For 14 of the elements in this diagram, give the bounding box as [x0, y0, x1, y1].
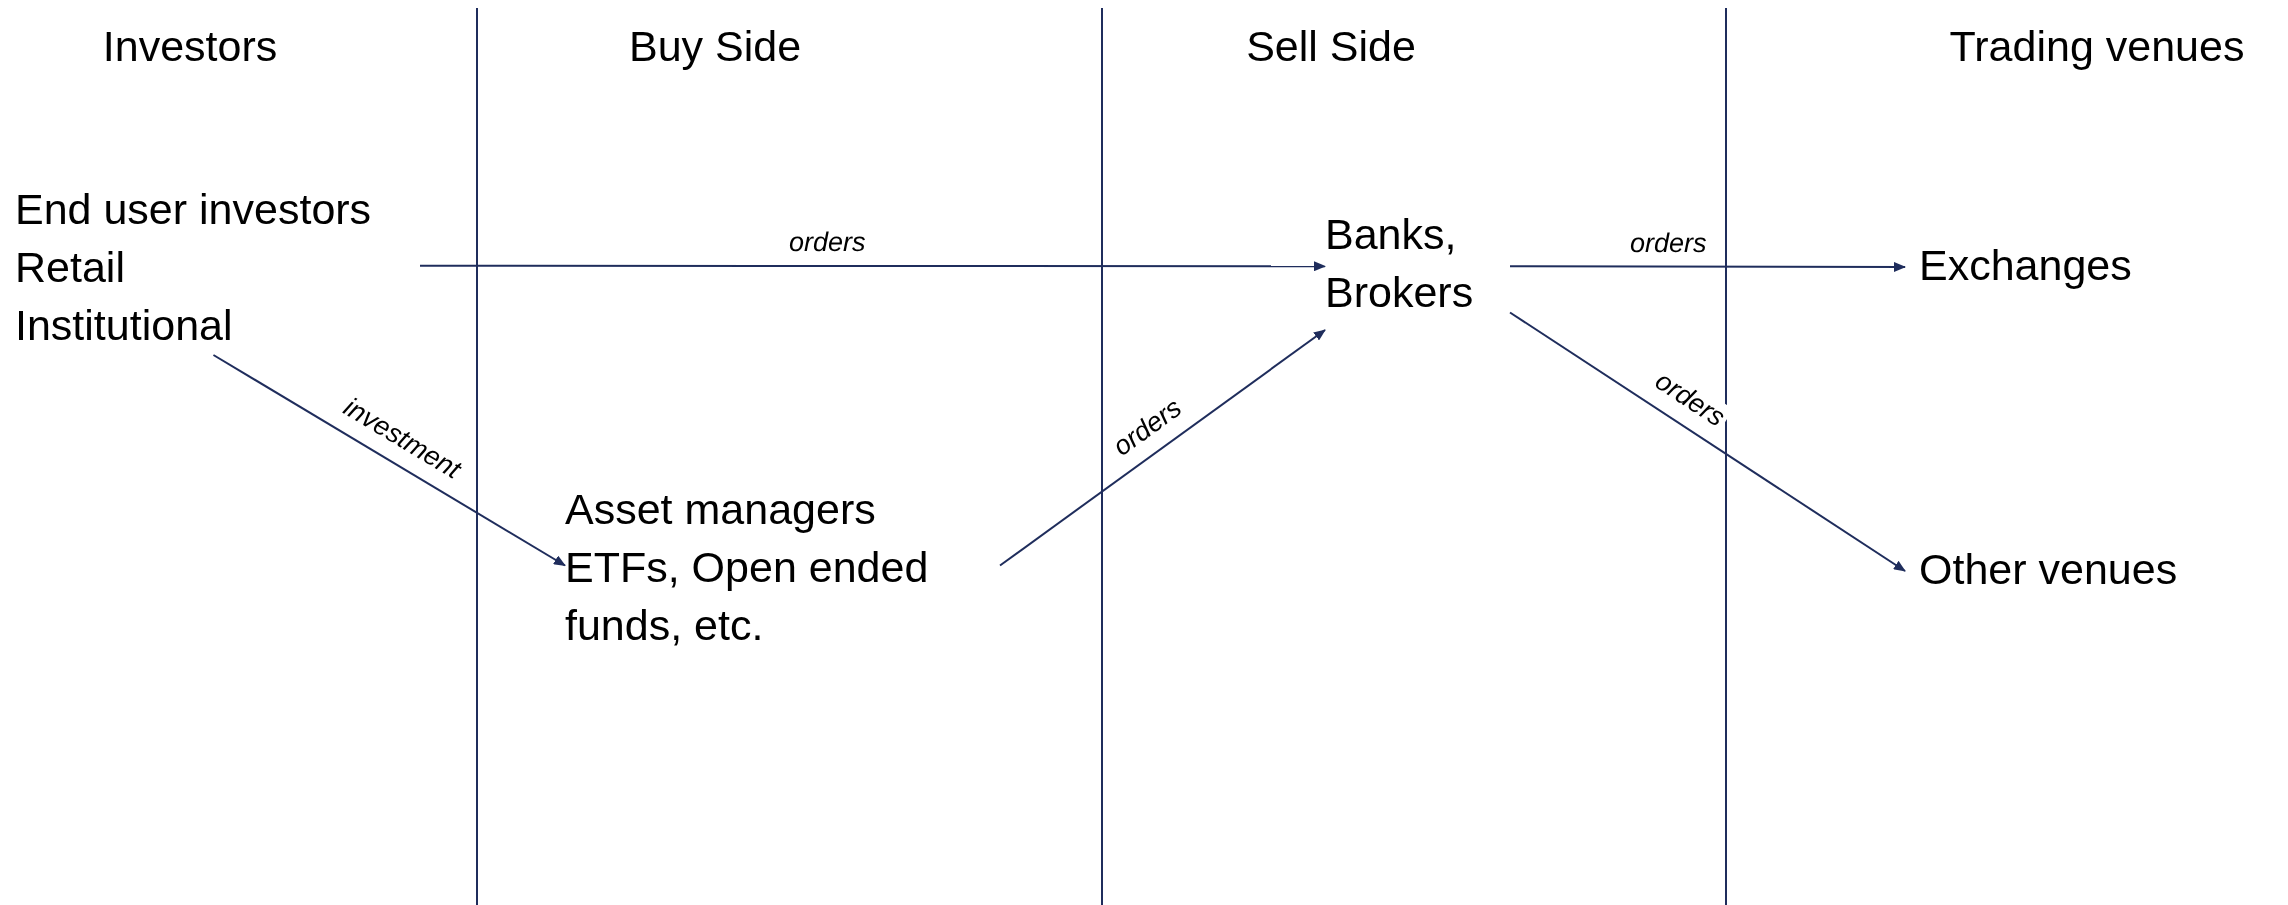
arrow: [999, 329, 1326, 567]
column-heading: Sell Side: [1246, 22, 1416, 71]
arrow: [212, 354, 566, 567]
node-text: Asset managers ETFs, Open ended funds, etc.: [565, 480, 1000, 670]
node-text: End user investors Retail Institutional: [15, 180, 420, 355]
arrow: [1509, 262, 1906, 272]
arrow: [1509, 311, 1906, 572]
column-heading: Buy Side: [628, 22, 802, 71]
column-heading: Trading venues: [1949, 22, 2245, 71]
column-heading: Investors: [102, 22, 278, 71]
node-text: Exchanges: [1905, 236, 2165, 298]
node-text: Banks, Brokers: [1325, 205, 1510, 330]
arrow: [419, 261, 1326, 272]
node-text: Other venues: [1905, 540, 2235, 602]
